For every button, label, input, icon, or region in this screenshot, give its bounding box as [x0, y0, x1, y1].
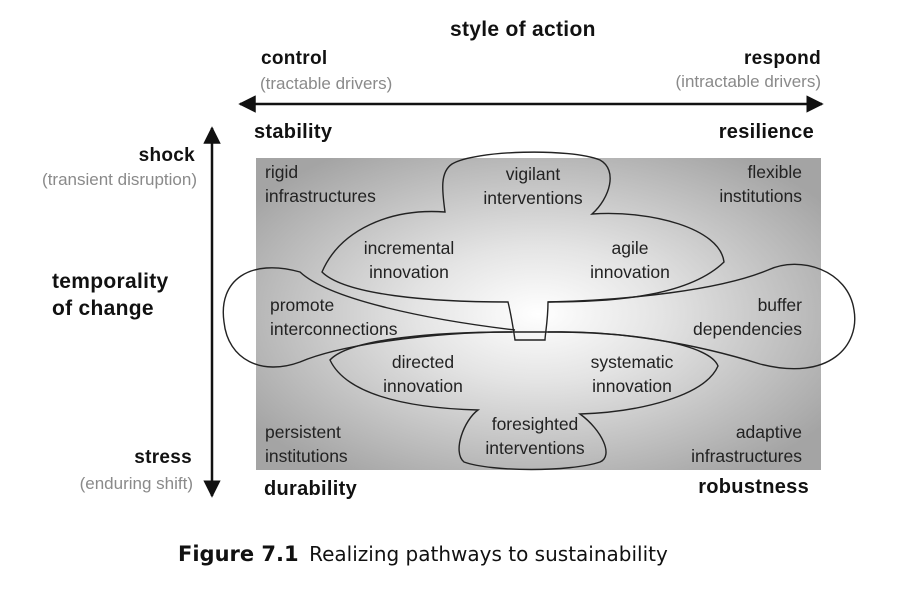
figure-number: Figure 7.1: [178, 542, 299, 566]
top-axis-left-label: control: [261, 48, 328, 69]
cell-line: persistent: [265, 422, 341, 442]
cell-line: infrastructures: [265, 186, 376, 206]
cell-line: interventions: [483, 188, 583, 208]
cell-line: interventions: [485, 438, 585, 458]
cell-directed-innovation: directed innovation: [362, 350, 484, 398]
left-axis-top-label: shock: [138, 145, 195, 166]
cell-line: buffer: [757, 295, 802, 315]
top-axis-left-sub: (tractable drivers): [260, 74, 393, 93]
cell-line: agile: [611, 238, 649, 258]
top-axis-right-sub: (intractable drivers): [675, 72, 822, 91]
cell-incremental-innovation: incremental innovation: [346, 236, 472, 284]
left-axis-title-line2: of change: [52, 297, 154, 320]
cell-line: adaptive: [735, 422, 802, 442]
left-axis-top-sub: (transient disruption): [42, 170, 197, 189]
cell-buffer-dependencies: buffer dependencies: [693, 293, 802, 341]
top-axis-right-label: respond: [743, 48, 821, 69]
cell-line: infrastructures: [691, 446, 802, 466]
top-axis-title: style of action: [450, 18, 596, 41]
cell-line: innovation: [590, 262, 670, 282]
cell-foresighted-interventions: foresighted interventions: [462, 412, 608, 460]
cell-rigid-infrastructures: rigid infrastructures: [265, 160, 376, 208]
cell-persistent-institutions: persistent institutions: [265, 420, 348, 468]
cell-adaptive-infrastructures: adaptive infrastructures: [691, 420, 802, 468]
cell-line: institutions: [719, 186, 802, 206]
gradient-field: [256, 158, 821, 470]
left-axis-bottom-label: stress: [134, 447, 192, 468]
cell-vigilant-interventions: vigilant interventions: [460, 162, 606, 210]
cell-line: innovation: [592, 376, 672, 396]
figure-caption: Figure 7.1 Realizing pathways to sustain…: [178, 542, 668, 566]
cell-line: rigid: [265, 162, 299, 182]
bottom-pathway-shape: [329, 331, 719, 471]
cell-systematic-innovation: systematic innovation: [574, 350, 690, 398]
cell-line: incremental: [363, 238, 455, 258]
cell-agile-innovation: agile innovation: [572, 236, 688, 284]
figure-caption-text: Realizing pathways to sustainability: [309, 542, 668, 566]
left-axis-bottom-sub: (enduring shift): [79, 474, 193, 493]
cell-line: directed: [391, 352, 455, 372]
cell-line: systematic: [590, 352, 674, 372]
cell-line: interconnections: [270, 319, 398, 339]
cell-flexible-institutions: flexible institutions: [719, 160, 802, 208]
cell-line: innovation: [369, 262, 449, 282]
corner-stability: stability: [254, 121, 333, 143]
corner-robustness: robustness: [698, 476, 809, 498]
cell-promote-interconnections: promote interconnections: [270, 293, 397, 341]
cell-line: dependencies: [693, 319, 802, 339]
cell-line: flexible: [747, 162, 802, 182]
cell-line: institutions: [265, 446, 348, 466]
cell-line: vigilant: [505, 164, 561, 184]
corner-durability: durability: [264, 478, 358, 500]
left-axis-title-line1: temporality: [52, 270, 169, 293]
cell-line: foresighted: [491, 414, 579, 434]
corner-resilience: resilience: [718, 121, 814, 143]
cell-line: promote: [270, 295, 335, 315]
cell-line: innovation: [383, 376, 463, 396]
